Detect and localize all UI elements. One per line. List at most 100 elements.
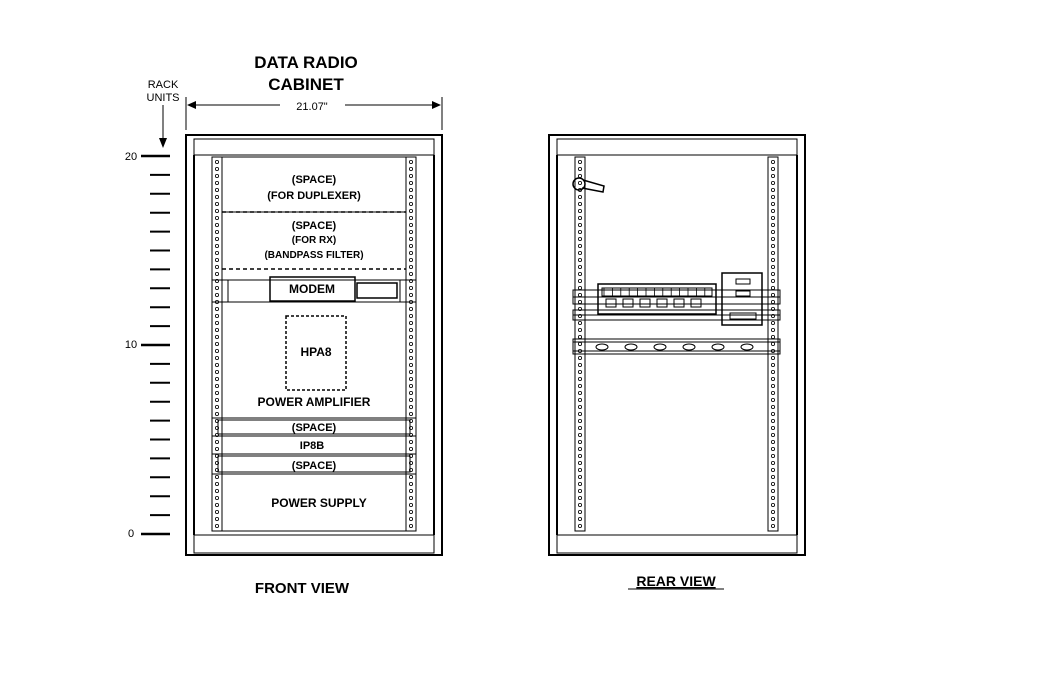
rail-hole	[771, 398, 774, 401]
rail-hole	[771, 160, 774, 163]
rear-cable-tray	[573, 339, 780, 354]
rear-port	[606, 299, 616, 307]
rail-hole	[578, 468, 581, 471]
rail-hole	[215, 160, 218, 163]
rail-hole	[771, 174, 774, 177]
rear-cable-tray-holes	[596, 344, 753, 350]
rail-hole	[215, 223, 218, 226]
tray-hole	[596, 344, 608, 350]
rail-hole	[578, 300, 581, 303]
slot-space-b-label: (SPACE)	[292, 460, 337, 472]
rear-view-caption: REAR VIEW	[636, 573, 716, 589]
rail-hole	[578, 398, 581, 401]
rack-units-arrow	[159, 105, 167, 148]
rail-hole	[409, 398, 412, 401]
rail-hole	[409, 503, 412, 506]
rail-hole	[578, 272, 581, 275]
rail-hole	[409, 342, 412, 345]
rail-hole	[215, 286, 218, 289]
slot-ip8b-label: IP8B	[300, 440, 325, 452]
rail-hole	[771, 475, 774, 478]
rail-hole	[215, 440, 218, 443]
rail-hole	[215, 510, 218, 513]
rail-hole	[409, 349, 412, 352]
rail-hole	[578, 517, 581, 520]
rail-hole	[215, 517, 218, 520]
rail-hole	[771, 237, 774, 240]
rail-hole	[771, 370, 774, 373]
rail-hole	[578, 216, 581, 219]
rail-hole	[771, 342, 774, 345]
rail-hole	[409, 209, 412, 212]
rail-hole	[771, 244, 774, 247]
rail-hole	[771, 195, 774, 198]
rail-hole	[409, 335, 412, 338]
rail-hole	[578, 174, 581, 177]
rail-hole	[409, 251, 412, 254]
rail-hole	[409, 286, 412, 289]
rail-hole	[578, 202, 581, 205]
rail-hole	[771, 258, 774, 261]
rail-hole	[771, 468, 774, 471]
rail-hole	[215, 391, 218, 394]
rear-rail-right	[768, 157, 778, 531]
rail-hole	[409, 202, 412, 205]
front-rail-left	[212, 157, 222, 531]
rail-hole	[215, 524, 218, 527]
rail-hole	[215, 496, 218, 499]
rail-hole	[771, 384, 774, 387]
rail-hole	[215, 272, 218, 275]
slot-space-a-label: (SPACE)	[292, 422, 337, 434]
rail-hole	[215, 216, 218, 219]
tray-hole	[712, 344, 724, 350]
rail-hole	[771, 188, 774, 191]
rail-hole	[771, 300, 774, 303]
rail-hole	[771, 524, 774, 527]
rail-hole	[578, 482, 581, 485]
rear-port	[623, 299, 633, 307]
rail-hole	[771, 209, 774, 212]
hpa-label: HPA8	[300, 345, 331, 359]
rail-hole	[578, 356, 581, 359]
rail-hole	[771, 503, 774, 506]
rail-hole	[409, 510, 412, 513]
rail-hole	[215, 328, 218, 331]
ground-lug-icon	[573, 178, 604, 192]
slot-rx-line-2: (FOR RX)	[292, 235, 336, 246]
rail-hole	[771, 202, 774, 205]
rail-hole	[771, 223, 774, 226]
rail-hole	[771, 433, 774, 436]
title-line-1: DATA RADIO	[254, 53, 358, 72]
rail-hole	[409, 356, 412, 359]
rail-hole	[409, 258, 412, 261]
tray-hole	[625, 344, 637, 350]
slot-rx-line-1: (SPACE)	[292, 220, 337, 232]
rail-hole	[215, 503, 218, 506]
rail-hole	[409, 272, 412, 275]
scale-label-0: 0	[128, 528, 134, 540]
rail-hole	[409, 174, 412, 177]
rail-hole	[215, 237, 218, 240]
rail-hole	[578, 244, 581, 247]
rail-hole	[409, 363, 412, 366]
rail-hole	[771, 419, 774, 422]
power-supply-label: POWER SUPPLY	[271, 496, 367, 510]
rail-hole	[215, 202, 218, 205]
rail-hole	[409, 307, 412, 310]
rail-hole	[578, 447, 581, 450]
rail-hole	[578, 223, 581, 226]
rack-units-label-line-1: RACK	[148, 79, 179, 91]
rear-cabinet	[549, 135, 805, 555]
rail-hole	[215, 258, 218, 261]
rail-hole	[771, 321, 774, 324]
rail-hole	[578, 405, 581, 408]
title-line-2: CABINET	[268, 75, 344, 94]
rail-hole	[578, 258, 581, 261]
scale-label-20: 20	[125, 151, 137, 163]
front-view-caption: FRONT VIEW	[255, 580, 350, 597]
rail-hole	[409, 524, 412, 527]
rail-hole	[409, 496, 412, 499]
rail-hole	[215, 307, 218, 310]
rail-hole	[578, 293, 581, 296]
